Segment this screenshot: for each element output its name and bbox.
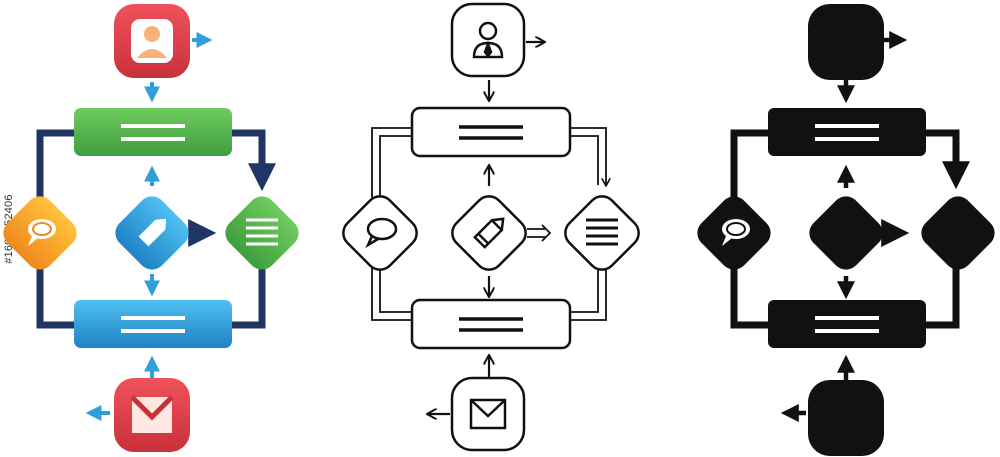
outline-mail-node [450, 376, 526, 452]
list-lines-icon [246, 218, 278, 246]
text-lines-icon [459, 125, 523, 140]
glyph-arrows [780, 31, 908, 422]
user-icon [472, 21, 504, 59]
pencil-icon [138, 218, 167, 247]
color-top-bar [74, 108, 232, 156]
outline-user-node [450, 2, 526, 78]
chat-bubble-icon [365, 217, 398, 249]
color-arrows [85, 32, 213, 421]
mail-envelope-icon [469, 398, 507, 430]
color-edit-node [115, 196, 189, 270]
chat-bubble-icon [28, 219, 56, 246]
glyph-connectors [730, 129, 970, 329]
outline-top-bar [410, 106, 572, 158]
outline-edit-node [451, 195, 527, 271]
chat-bubble-icon [722, 219, 750, 246]
glyph-bottom-node [808, 380, 884, 456]
glyph-top-node [808, 4, 884, 80]
text-lines-icon [459, 317, 523, 332]
pencil-icon [473, 217, 505, 249]
color-chat-node [3, 196, 77, 270]
outline-connectors [371, 127, 606, 321]
outline-bottom-bar [410, 298, 572, 350]
color-variant [3, 4, 299, 452]
glyph-top-bar [768, 108, 926, 156]
text-lines-icon [815, 316, 879, 333]
mail-envelope-icon [130, 395, 174, 433]
color-list-node [225, 196, 299, 270]
text-lines-icon [121, 124, 185, 141]
text-lines-icon [815, 124, 879, 141]
glyph-center-node [809, 196, 883, 270]
color-user-node [114, 4, 190, 78]
outline-arrows [428, 42, 544, 414]
glyph-chat-node [697, 196, 771, 270]
list-lines-icon [586, 218, 618, 246]
color-bottom-bar [74, 300, 232, 348]
outline-variant [342, 2, 640, 452]
color-connectors [36, 129, 276, 329]
outline-list-node [564, 195, 640, 271]
glyph-variant [697, 4, 995, 456]
glyph-right-node [921, 196, 995, 270]
text-lines-icon [121, 316, 185, 333]
glyph-bottom-bar [768, 300, 926, 348]
outline-chat-node [342, 195, 418, 271]
user-icon [131, 19, 173, 63]
color-mail-node [114, 378, 190, 452]
